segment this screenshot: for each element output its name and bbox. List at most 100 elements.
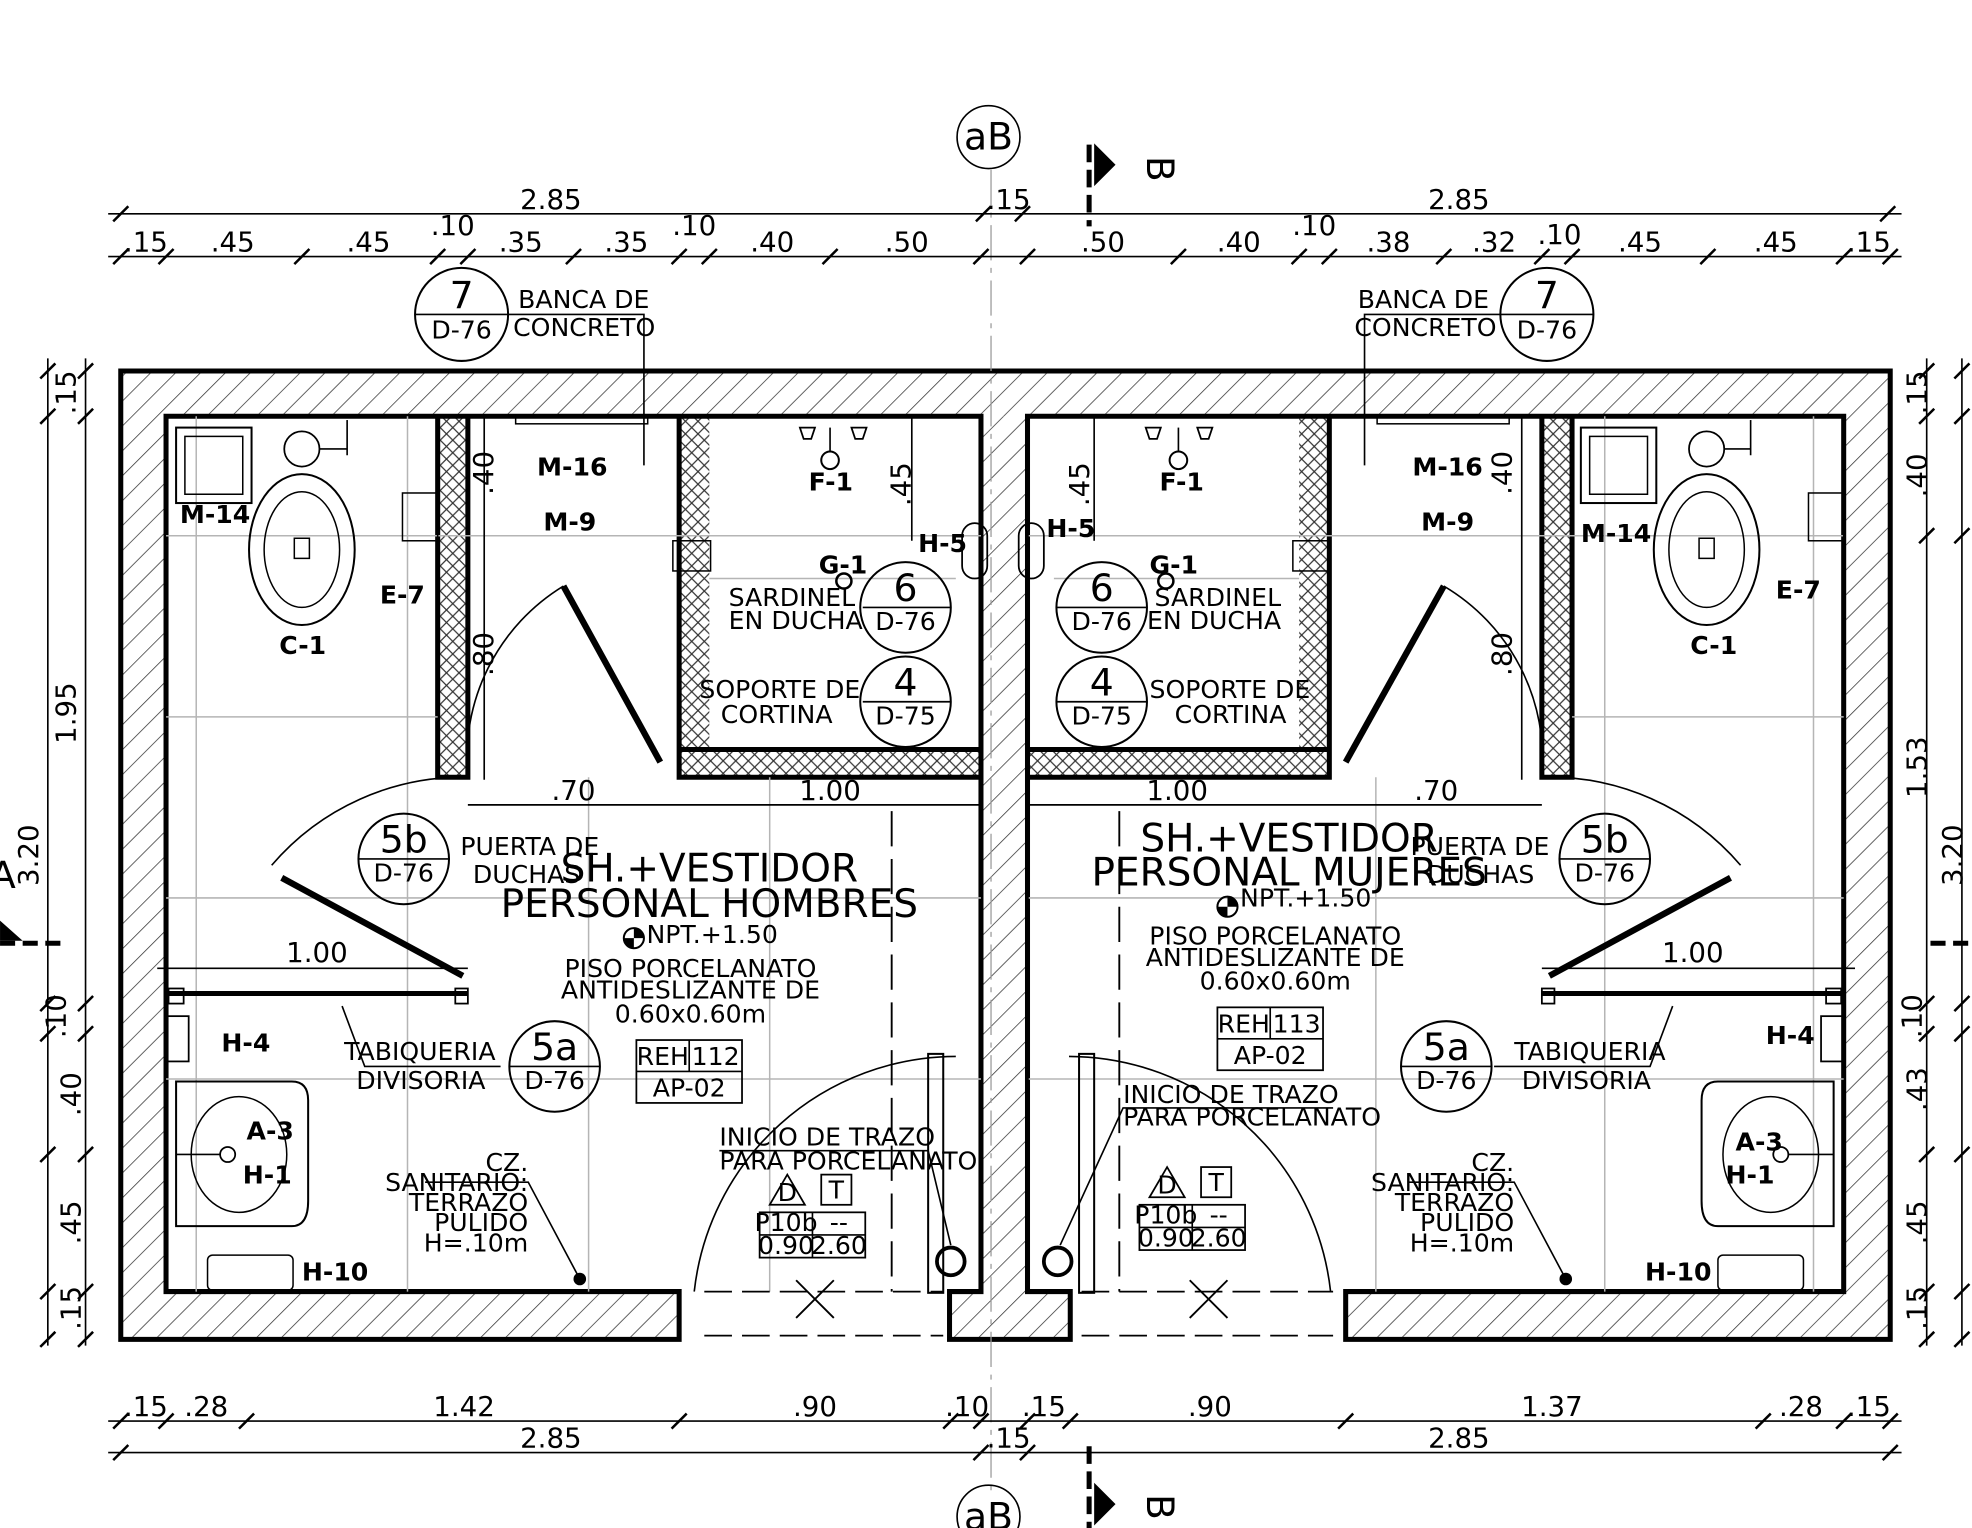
svg-text:NPT.+1.50: NPT.+1.50 xyxy=(646,920,777,949)
dimension-tick xyxy=(293,248,311,265)
svg-text:.90: .90 xyxy=(1188,1390,1232,1423)
svg-text:PERSONAL MUJERES: PERSONAL MUJERES xyxy=(1091,850,1486,895)
svg-text:PARA PORCELANATO: PARA PORCELANATO xyxy=(1123,1103,1381,1132)
svg-text:CONCRETO: CONCRETO xyxy=(1354,313,1496,342)
svg-text:H-1: H-1 xyxy=(243,1160,292,1189)
svg-text:CONCRETO: CONCRETO xyxy=(513,313,655,342)
svg-text:.15: .15 xyxy=(1847,1390,1891,1423)
svg-text:T: T xyxy=(828,1176,845,1205)
svg-text:.10: .10 xyxy=(1896,994,1929,1038)
note-tile-start-right: INICIO DE TRAZO PARA PORCELANATO xyxy=(1059,1080,1381,1246)
svg-text:D: D xyxy=(778,1178,797,1207)
wall-hatching xyxy=(120,370,1891,1340)
callout-door-left: 5b D-76 PUERTA DE DUCHAS xyxy=(357,812,599,906)
svg-text:4: 4 xyxy=(894,660,918,704)
svg-text:M-14: M-14 xyxy=(180,500,250,529)
door-tag-left: D T P10b -- 0.90 2.60 xyxy=(754,1172,867,1260)
svg-text:113: 113 xyxy=(1273,1010,1321,1039)
dimension-tick xyxy=(429,248,447,265)
svg-text:.90: .90 xyxy=(793,1390,837,1423)
svg-text:1.37: 1.37 xyxy=(1521,1390,1583,1423)
svg-text:5a: 5a xyxy=(1423,1025,1470,1069)
svg-text:C-1: C-1 xyxy=(1690,631,1737,660)
svg-text:G-1: G-1 xyxy=(819,550,868,579)
svg-text:1.42: 1.42 xyxy=(433,1390,495,1423)
svg-text:PUERTA DE: PUERTA DE xyxy=(1410,832,1549,861)
section-marker-b-top: B xyxy=(1086,143,1182,227)
dimension-tick xyxy=(1881,248,1899,265)
dimension-tick xyxy=(1953,1283,1971,1301)
dimension-tick xyxy=(39,1330,57,1348)
svg-text:.45: .45 xyxy=(1901,1200,1934,1244)
axis-bubble-top: aB xyxy=(956,104,1021,170)
svg-text:--: -- xyxy=(830,1208,848,1237)
svg-text:REH: REH xyxy=(1218,1010,1270,1039)
svg-text:.10: .10 xyxy=(431,209,475,242)
svg-text:P10b: P10b xyxy=(1134,1201,1197,1230)
svg-text:SH.+VESTIDOR: SH.+VESTIDOR xyxy=(561,847,858,892)
svg-text:H=.10m: H=.10m xyxy=(424,1228,528,1257)
svg-text:ANTIDESLIZANTE DE: ANTIDESLIZANTE DE xyxy=(561,976,820,1005)
callout-bench-right: 7 D-76 BANCA DE CONCRETO xyxy=(1354,266,1595,466)
svg-text:0.60x0.60m: 0.60x0.60m xyxy=(1200,967,1351,996)
svg-text:3.20: 3.20 xyxy=(1936,824,1969,886)
callout-curtain-left: 4 D-75 SOPORTE DE CORTINA xyxy=(699,655,952,749)
svg-text:.45: .45 xyxy=(1063,462,1096,506)
svg-text:2.85: 2.85 xyxy=(1428,183,1490,216)
svg-text:E-7: E-7 xyxy=(1776,576,1821,605)
door-tag-right: D T P10b -- 0.90 2.60 xyxy=(1134,1165,1247,1252)
dimension-tick xyxy=(77,1330,94,1348)
svg-text:EN DUCHA: EN DUCHA xyxy=(1147,606,1281,635)
dimension-tick xyxy=(1918,995,1936,1013)
svg-text:.10: .10 xyxy=(39,994,72,1038)
svg-text:M-9: M-9 xyxy=(1421,508,1474,537)
svg-text:D-76: D-76 xyxy=(374,859,434,888)
svg-text:H-10: H-10 xyxy=(302,1257,368,1286)
svg-text:F-1: F-1 xyxy=(1160,467,1204,496)
svg-text:NPT.+1.50: NPT.+1.50 xyxy=(1240,884,1371,913)
svg-text:.40: .40 xyxy=(55,1072,88,1116)
callout-curtain-right: 4 D-75 SOPORTE DE CORTINA xyxy=(1055,655,1310,749)
svg-text:H-5: H-5 xyxy=(918,529,967,558)
axis-bubble-bottom: aB xyxy=(956,1484,1021,1528)
svg-text:.32: .32 xyxy=(1472,226,1516,259)
svg-text:CZ.: CZ. xyxy=(485,1148,528,1177)
svg-text:E-7: E-7 xyxy=(380,581,425,610)
svg-text:DUCHAS: DUCHAS xyxy=(1427,860,1534,889)
dimension-tick xyxy=(1169,248,1187,265)
dimension-tick xyxy=(112,1412,130,1430)
svg-text:M-14: M-14 xyxy=(1581,519,1651,548)
dimension-tick xyxy=(1953,362,1971,380)
dimension-tick xyxy=(1533,248,1551,265)
svg-text:.45: .45 xyxy=(211,226,255,259)
dimension-tick xyxy=(39,407,57,425)
dimension-tick xyxy=(39,362,57,380)
svg-text:SARDINEL: SARDINEL xyxy=(729,583,856,612)
svg-text:D-76: D-76 xyxy=(431,315,491,344)
svg-text:H=.10m: H=.10m xyxy=(1410,1228,1514,1257)
svg-text:0.60x0.60m: 0.60x0.60m xyxy=(615,999,766,1028)
svg-text:BANCA DE: BANCA DE xyxy=(1358,285,1489,314)
svg-text:A: A xyxy=(0,853,16,897)
dimension-tick xyxy=(1953,995,1971,1013)
dimension-tick xyxy=(972,1444,990,1461)
svg-text:DUCHAS: DUCHAS xyxy=(473,860,580,889)
svg-text:D-76: D-76 xyxy=(1517,315,1577,344)
svg-text:7: 7 xyxy=(1535,273,1559,317)
svg-text:.40: .40 xyxy=(1217,226,1261,259)
dimension-tick xyxy=(459,248,477,265)
svg-text:.28: .28 xyxy=(184,1390,228,1423)
callout-curb-left: 6 D-76 SARDINEL EN DUCHA xyxy=(729,561,952,654)
equipment-labels-left: M-14 M-16 M-9 C-1 E-7 F-1 G-1 H-5 H-4 A-… xyxy=(180,452,967,1286)
wall-outlines xyxy=(118,368,1893,1342)
dimension-tick xyxy=(1754,1412,1772,1430)
dimension-tick xyxy=(157,248,175,265)
svg-text:PULIDO: PULIDO xyxy=(1420,1208,1514,1237)
dimension-tick xyxy=(1953,1146,1971,1163)
svg-text:DIVISORIA: DIVISORIA xyxy=(356,1066,485,1095)
svg-text:1.00: 1.00 xyxy=(1662,936,1724,969)
svg-text:.45: .45 xyxy=(1754,226,1798,259)
svg-text:G-1: G-1 xyxy=(1149,550,1198,579)
svg-text:.70: .70 xyxy=(552,774,596,807)
